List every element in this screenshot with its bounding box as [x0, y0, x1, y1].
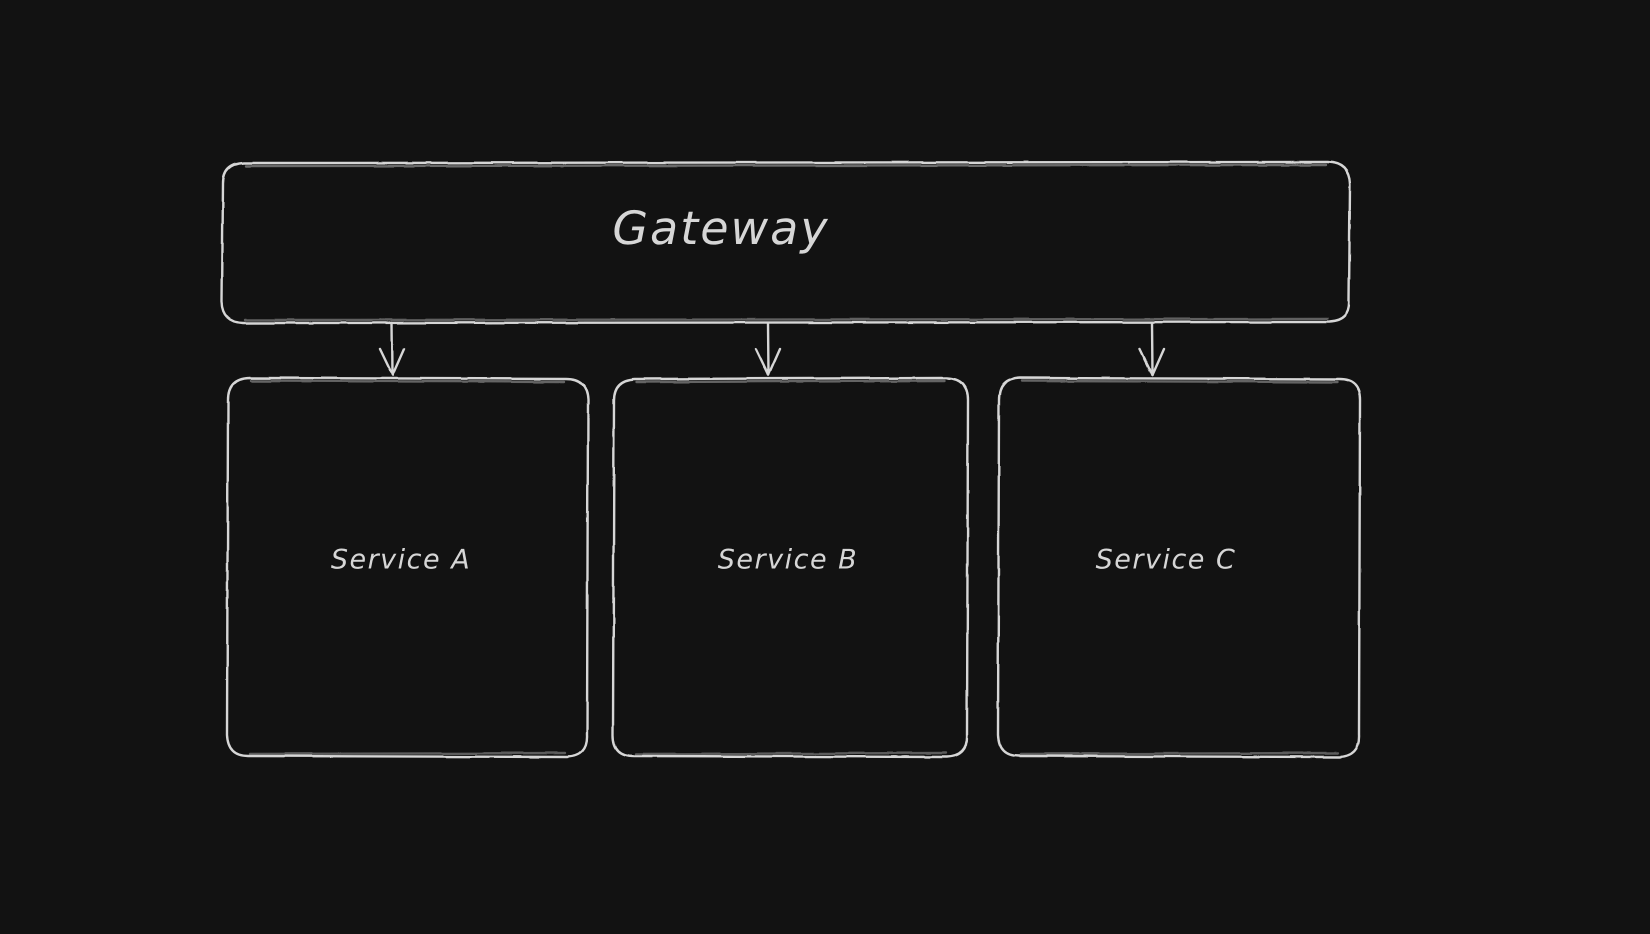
- node-gateway-shape[interactable]: [220, 160, 1352, 325]
- edge-gateway-to-service-a[interactable]: [378, 321, 406, 377]
- node-gateway[interactable]: [222, 162, 1350, 323]
- node-service-b-shape[interactable]: [611, 376, 970, 759]
- node-service-b[interactable]: [613, 378, 968, 757]
- edge-gateway-to-service-b[interactable]: [754, 321, 782, 377]
- edge-gateway-to-service-c[interactable]: [1138, 321, 1166, 377]
- node-service-a[interactable]: [227, 378, 588, 757]
- node-service-c[interactable]: [998, 378, 1360, 757]
- node-service-c-shape[interactable]: [996, 376, 1362, 759]
- node-service-a-shape[interactable]: [225, 376, 590, 759]
